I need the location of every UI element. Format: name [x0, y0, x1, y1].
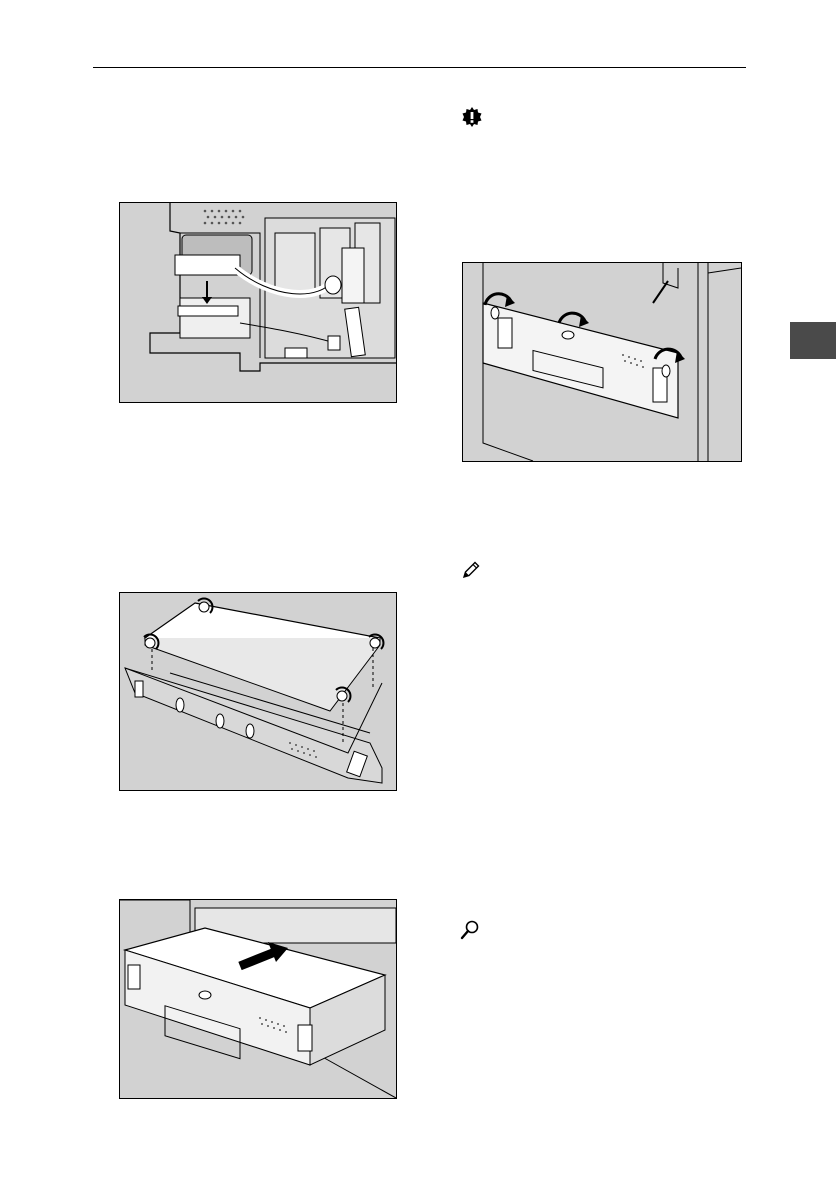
hdd-board-screws-illustration	[119, 592, 397, 791]
reference-magnifier-icon	[460, 920, 480, 940]
note-pencil-icon	[462, 561, 480, 579]
hdd-cable-connection-illustration	[119, 202, 397, 403]
header-rule	[93, 67, 746, 68]
board-fastening-screws-illustration	[462, 262, 742, 462]
chapter-tab	[790, 322, 836, 359]
important-icon	[462, 107, 482, 127]
board-insertion-illustration	[119, 899, 397, 1099]
